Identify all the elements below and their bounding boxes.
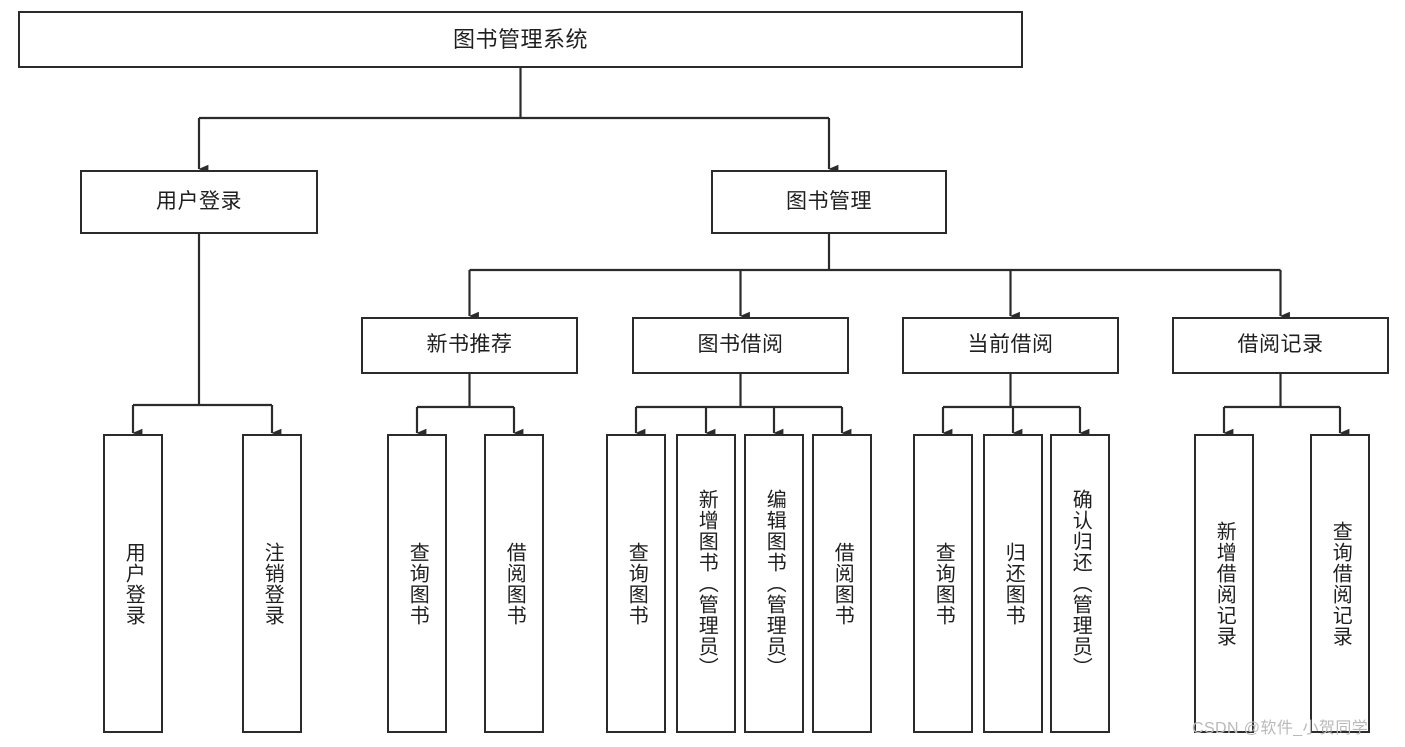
node-label: 用户登录 — [122, 541, 145, 626]
node-label: 确认归还（管理员） — [1069, 489, 1092, 678]
node-new-book-rec[interactable]: 新书推荐 — [361, 317, 578, 374]
node-label: 查询图书 — [406, 541, 429, 626]
node-leaf-rec-borrow[interactable]: 借阅图书 — [484, 434, 544, 733]
node-label: 借阅记录 — [1237, 333, 1324, 357]
node-label: 图书借阅 — [697, 333, 784, 357]
node-label: 新增借阅记录 — [1213, 520, 1236, 647]
node-label: 用户登录 — [156, 189, 242, 213]
node-leaf-br-query[interactable]: 查询借阅记录 — [1310, 434, 1370, 733]
node-label: 归还图书 — [1002, 541, 1025, 626]
node-label: 查询图书 — [625, 541, 648, 626]
node-label: 当前借阅 — [967, 333, 1054, 357]
node-leaf-user-login[interactable]: 用户登录 — [103, 434, 163, 733]
node-leaf-cb-return[interactable]: 归还图书 — [983, 434, 1043, 733]
node-root[interactable]: 图书管理系统 — [18, 11, 1023, 68]
node-label: 查询借阅记录 — [1329, 520, 1352, 647]
node-leaf-bb-borrow[interactable]: 借阅图书 — [812, 434, 872, 733]
node-book-borrow[interactable]: 图书借阅 — [632, 317, 849, 374]
node-leaf-bb-edit[interactable]: 编辑图书（管理员） — [744, 434, 804, 733]
node-borrow-record[interactable]: 借阅记录 — [1172, 317, 1389, 374]
node-leaf-bb-query[interactable]: 查询图书 — [606, 434, 666, 733]
node-label: 编辑图书（管理员） — [763, 489, 786, 678]
node-leaf-rec-query[interactable]: 查询图书 — [387, 434, 447, 733]
node-label: 图书管理 — [786, 189, 872, 213]
node-leaf-cb-confirm[interactable]: 确认归还（管理员） — [1050, 434, 1110, 733]
node-leaf-user-logout[interactable]: 注销登录 — [242, 434, 302, 733]
node-book-manage[interactable]: 图书管理 — [711, 170, 947, 234]
node-label: 新增图书（管理员） — [695, 489, 718, 678]
node-label: 图书管理系统 — [452, 26, 588, 52]
node-current-borrow[interactable]: 当前借阅 — [902, 317, 1119, 374]
node-label: 借阅图书 — [503, 541, 526, 626]
node-leaf-cb-query[interactable]: 查询图书 — [913, 434, 973, 733]
node-leaf-bb-add[interactable]: 新增图书（管理员） — [676, 434, 736, 733]
connector-group — [131, 68, 1350, 438]
node-user-login[interactable]: 用户登录 — [80, 170, 318, 234]
node-label: 注销登录 — [261, 541, 284, 626]
node-label: 查询图书 — [932, 541, 955, 626]
node-label: 借阅图书 — [831, 541, 854, 626]
node-label: 新书推荐 — [426, 333, 513, 357]
node-leaf-br-add[interactable]: 新增借阅记录 — [1194, 434, 1254, 733]
